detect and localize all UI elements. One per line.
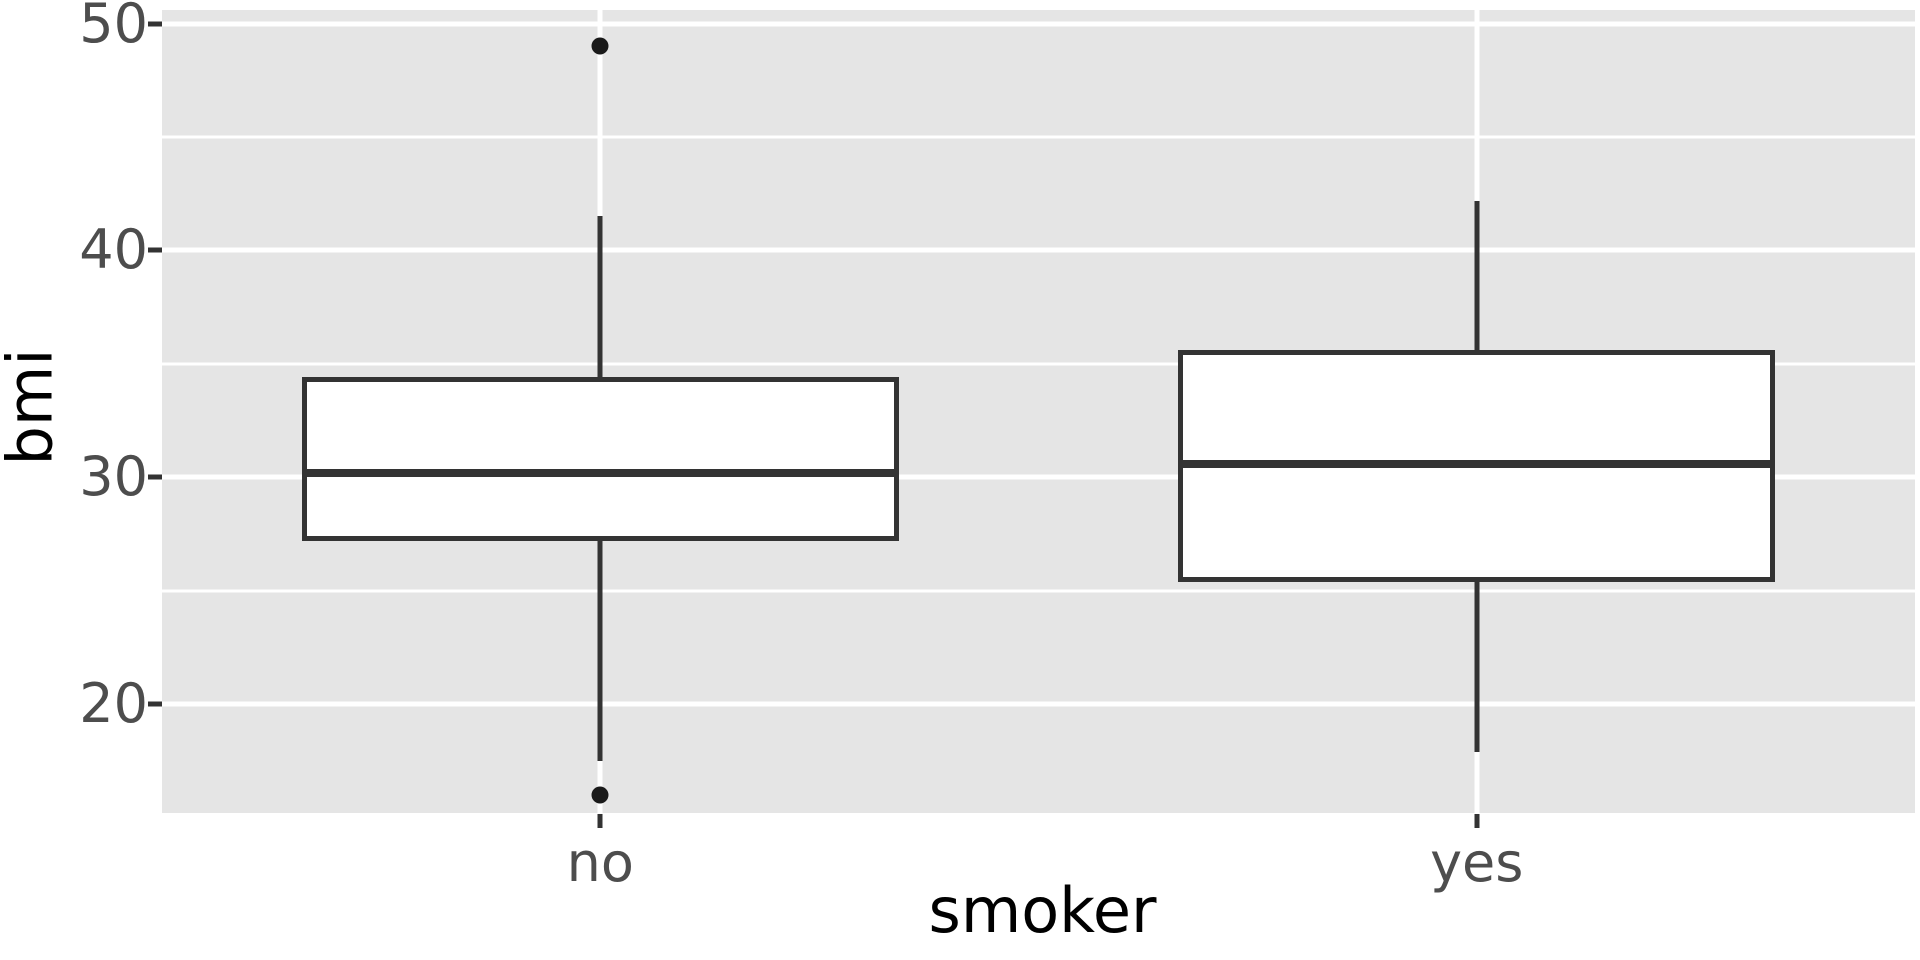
y-axis-title-text: bmi xyxy=(0,348,67,465)
y-tick-mark xyxy=(148,474,162,480)
x-tick-label-yes: yes xyxy=(1430,831,1524,894)
gridline-minor-horizontal xyxy=(162,362,1915,366)
outlier-point xyxy=(591,786,609,804)
plot-panel xyxy=(162,10,1915,813)
whisker-upper xyxy=(1474,200,1480,351)
y-tick-mark xyxy=(148,247,162,253)
y-tick-label: 20 xyxy=(79,672,148,736)
x-axis-title: smoker xyxy=(928,874,1157,947)
median-line-yes xyxy=(1178,459,1776,468)
outlier-point xyxy=(591,37,609,55)
gridline-minor-horizontal xyxy=(162,135,1915,139)
x-tick-mark xyxy=(1474,814,1480,828)
gridline-major-horizontal xyxy=(162,474,1915,480)
x-tick-mark xyxy=(597,814,603,828)
gridline-minor-horizontal xyxy=(162,589,1915,593)
y-tick-mark xyxy=(148,21,162,27)
y-tick-label: 30 xyxy=(79,445,148,509)
whisker-lower xyxy=(597,540,603,761)
y-tick-label: 40 xyxy=(79,218,148,282)
whisker-upper xyxy=(597,216,603,378)
y-tick-label: 50 xyxy=(79,0,148,55)
x-tick-label-no: no xyxy=(566,831,634,894)
whisker-lower xyxy=(1474,581,1480,752)
median-line-no xyxy=(301,468,899,477)
gridline-major-horizontal xyxy=(162,247,1915,253)
gridline-major-horizontal xyxy=(162,21,1915,27)
box-no xyxy=(301,377,899,541)
y-tick-mark xyxy=(148,701,162,707)
gridline-major-horizontal xyxy=(162,701,1915,707)
